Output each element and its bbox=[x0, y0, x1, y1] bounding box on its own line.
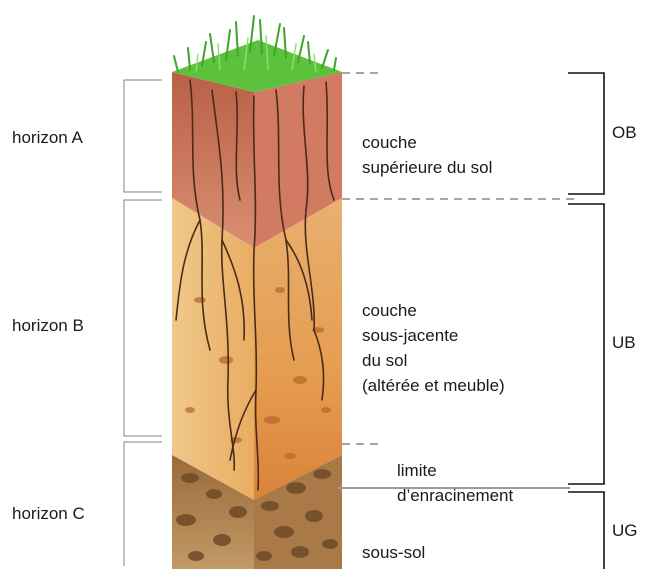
root-limit-line: limite bbox=[397, 458, 513, 483]
zone-ob-label: OB bbox=[612, 120, 637, 145]
zone-ug-bracket bbox=[568, 492, 604, 569]
horizon-c-label: horizon C bbox=[12, 501, 85, 526]
sub-layer-description: couche sous-jacente du sol (altérée et m… bbox=[362, 298, 505, 398]
horizon-b-side-face bbox=[254, 198, 342, 500]
sub-layer-line: (altérée et meuble) bbox=[362, 373, 505, 398]
zone-ub-label: UB bbox=[612, 330, 636, 355]
zone-ob-bracket bbox=[568, 73, 604, 194]
sub-layer-line: couche bbox=[362, 298, 505, 323]
root-limit-description: limite d’enracinement bbox=[397, 458, 513, 508]
horizon-b-bracket bbox=[124, 200, 162, 436]
subsoil-description: sous-sol bbox=[362, 540, 425, 565]
zone-brackets bbox=[568, 73, 604, 569]
sub-layer-line: sous-jacente bbox=[362, 323, 505, 348]
zone-ub-bracket bbox=[568, 204, 604, 484]
top-layer-line: supérieure du sol bbox=[362, 155, 492, 180]
horizon-c-bracket bbox=[124, 442, 162, 566]
subsoil-line: sous-sol bbox=[362, 540, 425, 565]
horizon-b-label: horizon B bbox=[12, 313, 84, 338]
horizon-brackets bbox=[124, 80, 162, 566]
top-layer-line: couche bbox=[362, 130, 492, 155]
root-limit-line: d’enracinement bbox=[397, 483, 513, 508]
horizon-a-label: horizon A bbox=[12, 125, 83, 150]
horizon-a-bracket bbox=[124, 80, 162, 192]
top-layer-description: couche supérieure du sol bbox=[362, 130, 492, 180]
zone-ug-label: UG bbox=[612, 518, 638, 543]
sub-layer-line: du sol bbox=[362, 348, 505, 373]
horizon-b-front-face bbox=[172, 198, 254, 500]
